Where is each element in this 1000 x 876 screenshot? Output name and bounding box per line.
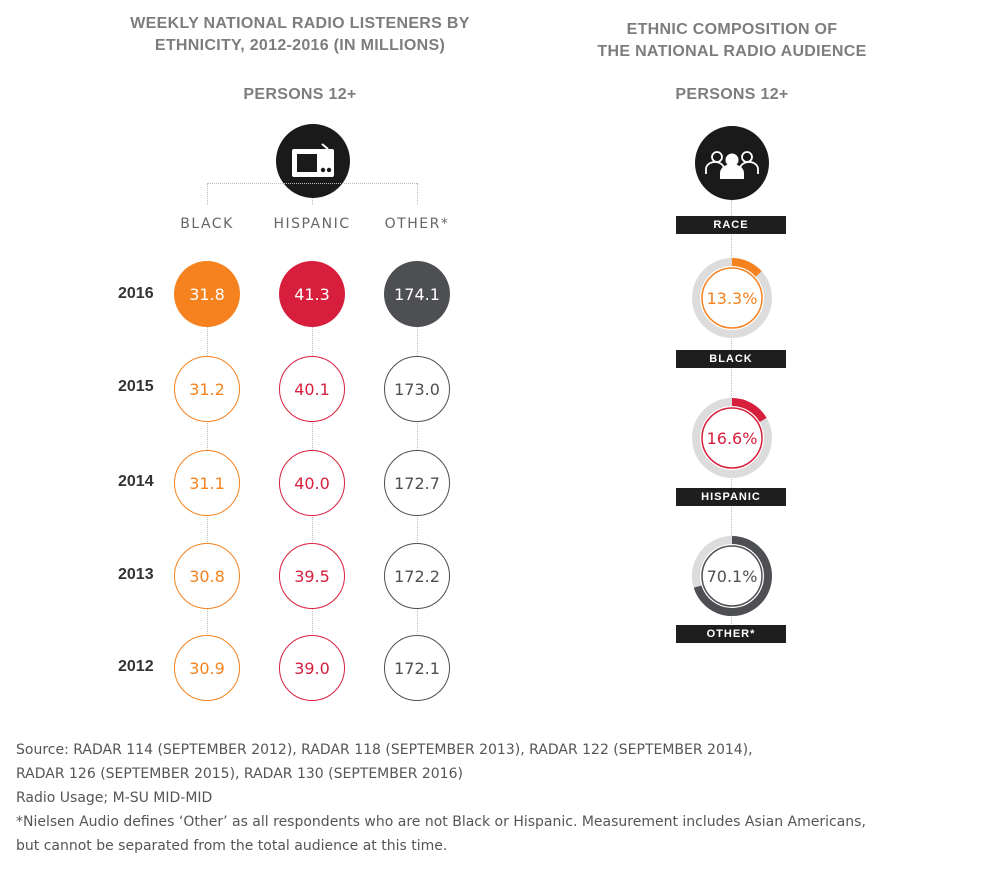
bubble-other-2013: 172.2 bbox=[384, 543, 450, 609]
race-label: RACE bbox=[676, 216, 786, 234]
bubble-black-2015: 31.2 bbox=[174, 356, 240, 422]
connector-black bbox=[207, 183, 208, 205]
column-header-other: OTHER* bbox=[384, 216, 450, 232]
column-header-hispanic: HISPANIC bbox=[273, 216, 351, 232]
source-line: Radio Usage; M-SU MID-MID bbox=[16, 790, 213, 806]
year-label: 2016 bbox=[118, 285, 154, 302]
donut-inner-black bbox=[701, 267, 763, 329]
source-line: but cannot be separated from the total a… bbox=[16, 838, 448, 854]
bubble-hispanic-2012: 39.0 bbox=[279, 635, 345, 701]
radio-icon bbox=[276, 124, 350, 198]
right-chart-title: ETHNIC COMPOSITION OF THE NATIONAL RADIO… bbox=[560, 19, 904, 63]
source-line: RADAR 126 (SEPTEMBER 2015), RADAR 130 (S… bbox=[16, 766, 463, 782]
bubble-black-2013: 30.8 bbox=[174, 543, 240, 609]
left-title-line1: WEEKLY NATIONAL RADIO LISTENERS BY bbox=[130, 15, 470, 32]
bubble-black-2012: 30.9 bbox=[174, 635, 240, 701]
donut-charts: 13.3% 16.6% 70.1% bbox=[692, 258, 772, 616]
year-label: 2013 bbox=[118, 566, 154, 583]
bubble-other-2014: 172.7 bbox=[384, 450, 450, 516]
donut-inner-hispanic bbox=[701, 407, 763, 469]
donut-value-other: 70.1% bbox=[707, 567, 758, 586]
donut-slice-other bbox=[692, 536, 772, 616]
bubble-other-2015: 173.0 bbox=[384, 356, 450, 422]
bubble-other-2016: 174.1 bbox=[384, 261, 450, 327]
source-notes: Source: RADAR 114 (SEPTEMBER 2012), RADA… bbox=[16, 738, 991, 858]
bubble-hispanic-2015: 40.1 bbox=[279, 356, 345, 422]
people-icon bbox=[695, 126, 769, 200]
left-chart-title: WEEKLY NATIONAL RADIO LISTENERS BY ETHNI… bbox=[110, 13, 490, 57]
bubble-black-2016: 31.8 bbox=[174, 261, 240, 327]
donut-label-hispanic: HISPANIC bbox=[676, 488, 786, 506]
donut-label-black: BLACK bbox=[676, 350, 786, 368]
bubble-other-2012: 172.1 bbox=[384, 635, 450, 701]
donut-value-black: 13.3% bbox=[707, 289, 758, 308]
source-line: Source: RADAR 114 (SEPTEMBER 2012), RADA… bbox=[16, 742, 753, 758]
donut-slice-hispanic bbox=[692, 398, 772, 478]
right-title-line1: ETHNIC COMPOSITION OF bbox=[626, 21, 838, 38]
source-line: *Nielsen Audio defines ‘Other’ as all re… bbox=[16, 814, 866, 830]
column-header-black: BLACK bbox=[180, 216, 234, 232]
left-subtitle: PERSONS 12+ bbox=[243, 86, 357, 103]
donut-slice-black bbox=[692, 258, 772, 338]
bubble-hispanic-2013: 39.5 bbox=[279, 543, 345, 609]
donut-label-other: OTHER* bbox=[676, 625, 786, 643]
donut-value-hispanic: 16.6% bbox=[707, 429, 758, 448]
icon-connector-horizontal bbox=[207, 183, 417, 184]
bubble-hispanic-2014: 40.0 bbox=[279, 450, 345, 516]
year-label: 2012 bbox=[118, 658, 154, 675]
donut-inner-other bbox=[701, 545, 763, 607]
connector-hispanic bbox=[312, 198, 313, 205]
right-subtitle: PERSONS 12+ bbox=[675, 86, 789, 103]
right-title-line2: THE NATIONAL RADIO AUDIENCE bbox=[597, 43, 867, 60]
bubble-black-2014: 31.1 bbox=[174, 450, 240, 516]
year-label: 2015 bbox=[118, 378, 154, 395]
bubble-hispanic-2016: 41.3 bbox=[279, 261, 345, 327]
connector-other bbox=[417, 183, 418, 205]
year-label: 2014 bbox=[118, 473, 154, 490]
left-title-line2: ETHNICITY, 2012-2016 (IN MILLIONS) bbox=[154, 37, 446, 54]
